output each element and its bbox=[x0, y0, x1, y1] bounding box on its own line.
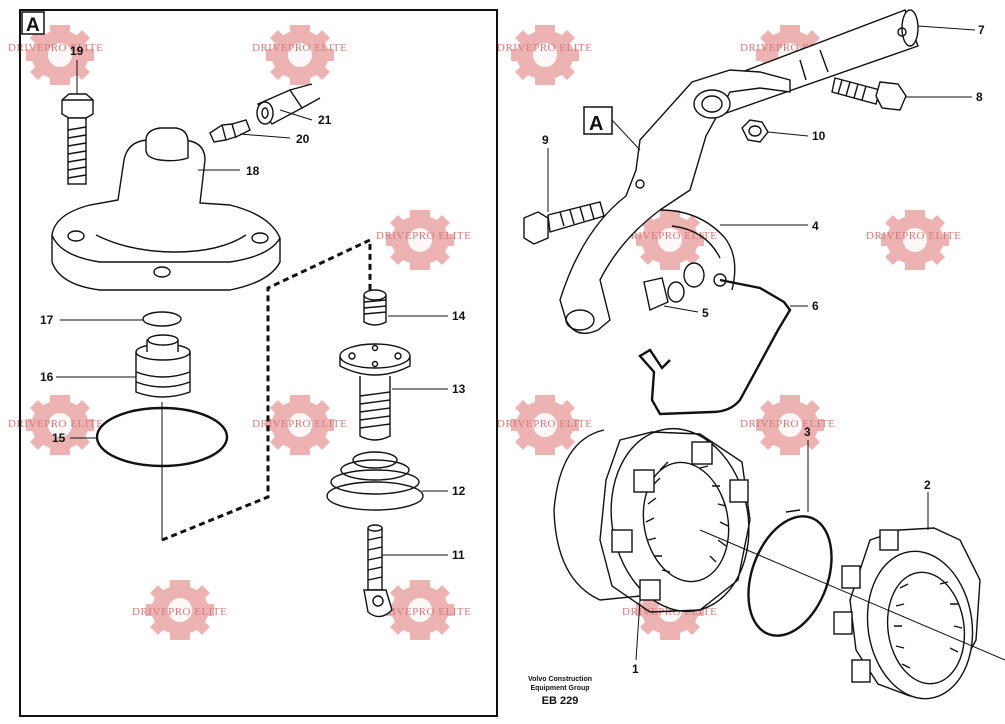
detail-reference-box bbox=[583, 106, 613, 135]
block-5 bbox=[643, 262, 705, 311]
bolt-9 bbox=[523, 201, 605, 245]
watermark-text: DRIVEPRO ELITE bbox=[252, 42, 347, 54]
footer-line-2: Equipment Group bbox=[530, 685, 590, 692]
watermark-text: DRIVEPRO ELITE bbox=[376, 230, 471, 242]
callout-14: 14 bbox=[452, 309, 466, 323]
watermark-text: DRIVEPRO ELITE bbox=[8, 418, 103, 430]
footer-line-1: Volvo Construction bbox=[527, 676, 593, 683]
callout-4: 4 bbox=[812, 219, 819, 233]
watermark-text: DRIVEPRO ELITE bbox=[740, 418, 835, 430]
detail-reference-label: A bbox=[589, 113, 603, 135]
shift-fork-4 bbox=[559, 69, 791, 334]
publisher-footer: Volvo Construction Equipment Group EB 22… bbox=[520, 675, 600, 707]
stem-14 bbox=[363, 289, 387, 326]
watermark-text: DRIVEPRO ELITE bbox=[497, 418, 592, 430]
callout-5: 5 bbox=[702, 306, 709, 320]
coupling-sleeve-1 bbox=[553, 427, 751, 613]
fitting-20 bbox=[209, 119, 251, 143]
watermark-layer: DRIVEPRO ELITE DRIVEPRO ELITE DRIVEPRO E… bbox=[8, 25, 961, 640]
bolt-8 bbox=[831, 77, 907, 111]
callout-15: 15 bbox=[52, 431, 66, 445]
callout-19: 19 bbox=[70, 44, 84, 58]
callout-1: 1 bbox=[632, 662, 639, 676]
callout-13: 13 bbox=[452, 382, 466, 396]
watermark-text: DRIVEPRO ELITE bbox=[252, 418, 347, 430]
watermark-text: DRIVEPRO ELITE bbox=[497, 42, 592, 54]
nut-10 bbox=[741, 119, 769, 143]
gear-hub-2 bbox=[833, 527, 981, 700]
eye-bolt-11 bbox=[363, 524, 393, 618]
callout-21: 21 bbox=[318, 113, 332, 127]
snap-ring-3 bbox=[747, 509, 833, 637]
callout-10: 10 bbox=[812, 129, 826, 143]
footer-code: EB 229 bbox=[541, 695, 579, 707]
callout-8: 8 bbox=[976, 90, 983, 104]
leader-lines bbox=[56, 25, 976, 661]
assembly-path bbox=[161, 237, 372, 542]
callout-12: 12 bbox=[452, 484, 466, 498]
watermark-text: DRIVEPRO ELITE bbox=[8, 42, 103, 54]
callout-3: 3 bbox=[804, 425, 811, 439]
watermark-text: DRIVEPRO ELITE bbox=[866, 230, 961, 242]
watermark-text: DRIVEPRO ELITE bbox=[376, 606, 471, 618]
detail-parts bbox=[51, 83, 424, 618]
callout-16: 16 bbox=[40, 370, 54, 384]
callout-numbers: 19 21 20 18 17 16 15 14 13 12 11 9 10 4 … bbox=[40, 23, 985, 676]
breather-cap-18 bbox=[51, 127, 281, 291]
callout-6: 6 bbox=[812, 299, 819, 313]
spring-wire-6 bbox=[638, 278, 792, 416]
spring-12 bbox=[326, 451, 424, 511]
watermark-text: DRIVEPRO ELITE bbox=[132, 606, 227, 618]
callout-2: 2 bbox=[924, 478, 931, 492]
hose-end-21 bbox=[256, 83, 321, 125]
bolt-19 bbox=[61, 93, 94, 185]
callout-7: 7 bbox=[978, 23, 985, 37]
callout-11: 11 bbox=[452, 548, 465, 562]
callout-20: 20 bbox=[296, 132, 310, 146]
detail-label: A bbox=[26, 15, 40, 36]
valve-body-16 bbox=[135, 334, 191, 398]
detail-label-box bbox=[21, 11, 45, 35]
valve-13 bbox=[339, 343, 411, 441]
callout-18: 18 bbox=[246, 164, 260, 178]
main-assembly bbox=[523, 9, 1005, 700]
o-ring-17 bbox=[142, 311, 182, 327]
callout-17: 17 bbox=[40, 313, 54, 327]
detail-frame bbox=[19, 9, 498, 717]
callout-9: 9 bbox=[542, 133, 549, 147]
watermark-text: DRIVEPRO ELITE bbox=[622, 230, 717, 242]
